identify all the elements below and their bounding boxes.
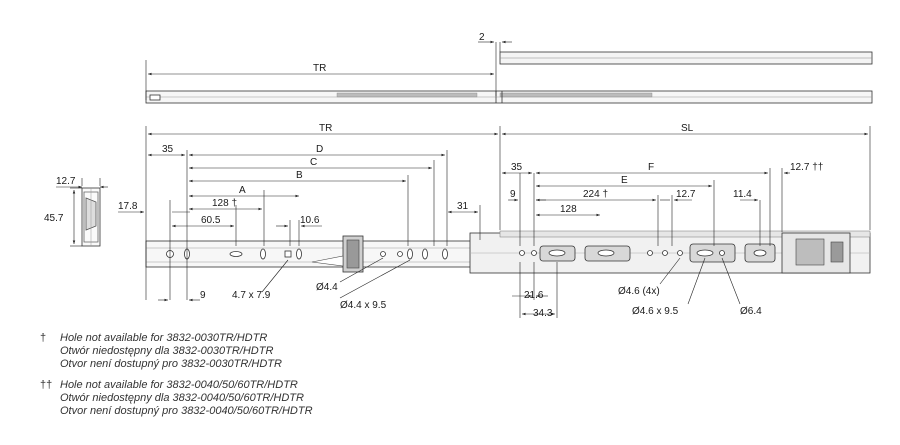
dim-sl-label: SL	[681, 123, 694, 134]
dim-4-7x7-9: 4.7 x 7.9	[232, 290, 271, 301]
dim-9-bottom: 9	[200, 290, 206, 301]
dim-d4-4: Ø4.4	[316, 282, 338, 293]
slot-mid-1	[407, 248, 413, 260]
dim-35-left: 35	[162, 144, 174, 155]
dim-128-dagger: 128 †	[212, 198, 237, 209]
dim-b: B	[296, 170, 303, 181]
slot-mid-2	[422, 248, 428, 260]
footnote-1-line-2: Otwór niedostępny dla 3832-0030TR/HDTR	[60, 345, 274, 357]
dim-tr-top-label: TR	[313, 63, 326, 74]
dim-a: A	[239, 185, 246, 196]
dim-224-dagger: 224 †	[583, 189, 608, 200]
slot-left-3	[260, 248, 266, 260]
dim-10-6: 10.6	[300, 215, 320, 226]
dim-f: F	[648, 162, 654, 173]
footnote-1: † Hole not available for 3832-0030TR/HDT…	[40, 332, 282, 371]
dim-e: E	[621, 175, 628, 186]
dim-34-3: 34.3	[533, 308, 553, 319]
dim-11-4: 11.4	[733, 189, 752, 200]
dim-35-right: 35	[511, 162, 523, 173]
top-dims	[145, 40, 512, 100]
dim-d4-6-4x: Ø4.6 (4x)	[618, 286, 660, 297]
hole-mid-2	[397, 251, 403, 257]
footnote-1-line-3: Otvor není dostupný pro 3832-0030TR/HDTR	[60, 358, 282, 370]
side-height-label: 45.7	[44, 213, 64, 224]
dim-12-7-double-dagger: 12.7 ††	[790, 162, 823, 173]
dim-gap-label: 2	[479, 32, 485, 43]
side-width-label: 12.7	[56, 176, 76, 187]
cross-section	[81, 187, 101, 247]
dim-c: C	[310, 157, 317, 168]
dim-d4-6x9-5: Ø4.6 x 9.5	[632, 306, 679, 317]
front-view	[145, 230, 871, 274]
slot-left-2	[229, 251, 243, 257]
dim-128-right: 128	[560, 204, 577, 215]
footnote-2-line-3: Otvor není dostupný pro 3832-0040/50/60T…	[60, 405, 313, 417]
footnote-2-line-2: Otwór niedostępny dla 3832-0040/50/60TR/…	[60, 392, 304, 404]
dim-31: 31	[457, 201, 469, 212]
ball-cage-1	[336, 92, 478, 98]
footnote-2: †† Hole not available for 3832-0040/50/6…	[40, 379, 313, 418]
dim-60-5: 60.5	[201, 215, 221, 226]
ball-cage-2	[499, 92, 653, 98]
hole-mid-1	[380, 251, 386, 257]
front-dims	[118, 126, 871, 318]
dim-9-right: 9	[510, 189, 516, 200]
footnote-1-line-1: Hole not available for 3832-0030TR/HDTR	[60, 332, 268, 344]
dim-d6-4: Ø6.4	[740, 306, 762, 317]
dim-21-6: 21.6	[524, 290, 544, 301]
outer-rail	[145, 240, 481, 268]
slot-left-4	[296, 248, 302, 260]
square-hole	[284, 250, 292, 258]
dim-tr-label: TR	[319, 123, 332, 134]
footnote-1-symbol: †	[40, 332, 47, 344]
slot-mid-3	[442, 248, 448, 260]
dim-12-7-mid: 12.7	[676, 189, 696, 200]
top-view	[145, 51, 873, 104]
footnote-2-line-1: Hole not available for 3832-0040/50/60TR…	[60, 379, 298, 391]
footnote-2-symbol: ††	[40, 379, 53, 391]
dim-d: D	[316, 144, 323, 155]
dim-d4-4x9-5: Ø4.4 x 9.5	[340, 300, 387, 311]
dim-17-8: 17.8	[118, 201, 138, 212]
side-dims	[56, 178, 108, 247]
